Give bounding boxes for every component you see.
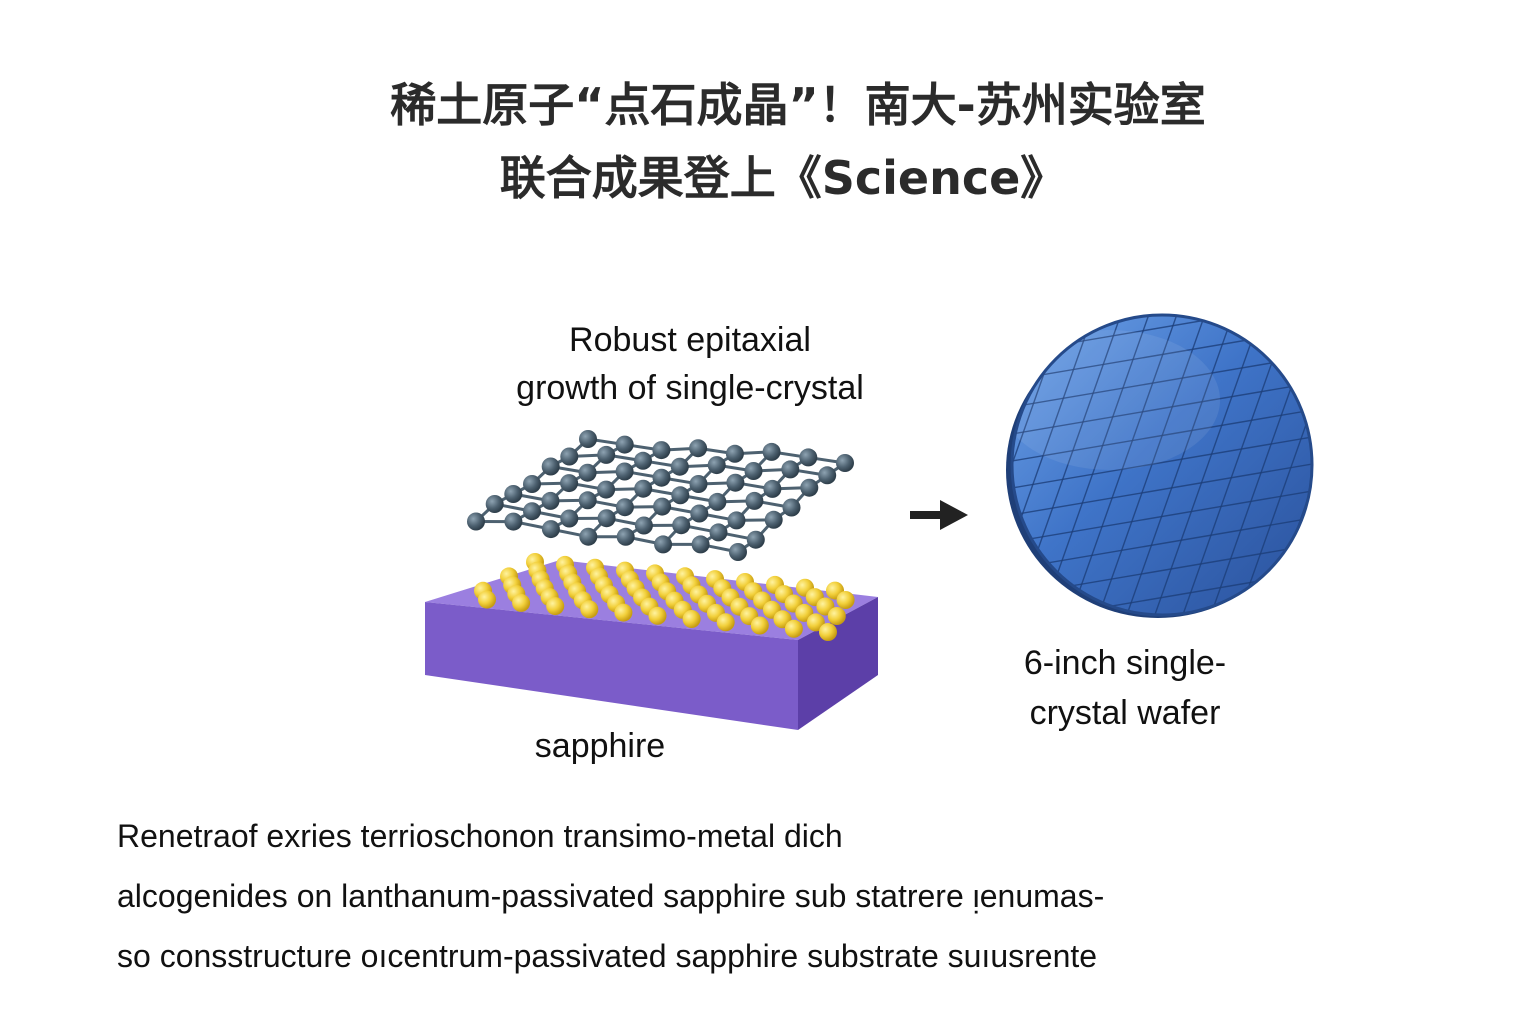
lattice-atom [800,478,819,497]
lattice-atom [634,451,652,470]
lattice-atom [689,439,708,458]
lattice-atom [541,457,560,476]
lattice-atom [836,454,854,472]
caption-line-2: alcogenides on lanthanum-passivated sapp… [117,878,1105,914]
epitaxy-label-line-1: Robust epitaxial [569,321,811,359]
lattice-atom [799,448,818,467]
lanthanum-atom [806,613,825,632]
lattice-atom [615,462,634,481]
lattice-atom [523,502,541,521]
lattice-atom [523,475,541,493]
lanthanum-atom [750,616,769,635]
lattice-atom [691,535,710,554]
lattice-atom [615,435,634,454]
epitaxy-label: Robust epitaxial growth of single-crysta… [455,316,925,412]
lattice-atom [579,430,597,448]
lattice-atom [672,516,691,535]
lattice-atom [763,479,782,498]
epitaxy-label-line-2: growth of single-crystal [516,369,864,407]
lanthanum-atom [819,623,837,641]
lattice-atom [467,512,485,531]
lanthanum-atom [682,610,701,628]
lattice-atom [762,442,781,461]
lattice-atom [560,509,579,528]
lattice-atom [579,527,598,546]
wafer-label: 6-inch single- crystal wafer [975,638,1275,738]
lattice-atom [744,462,763,480]
lattice-atom [652,468,671,487]
sapphire-label: sapphire [534,727,666,765]
lattice-atom [654,535,673,554]
lattice-atom [690,504,709,523]
lattice-atom [764,510,783,529]
lattice-atom [653,497,672,516]
lanthanum-atom [478,590,496,609]
lattice-atom [504,485,523,503]
lattice-atom [708,492,727,511]
lattice-atom [541,491,560,510]
lattice-atom [597,480,616,499]
lattice-atom [578,491,597,510]
lattice-atom [781,460,800,479]
lattice-atom [485,495,504,513]
lanthanum-atom [614,603,633,622]
crystal-lattice [467,430,854,561]
lattice-atom [541,520,560,539]
lattice-atom [745,491,764,510]
lattice-atom [729,543,747,561]
lanthanum-atom [580,600,599,619]
lattice-atom [560,447,579,466]
wafer-label-line-1: 6-inch single- [1023,644,1227,682]
lattice-atom [615,498,634,517]
lattice-atom [671,486,690,505]
lanthanum-atom [836,591,855,609]
lattice-atom [560,474,579,493]
title-line-1: 稀土原子“点石成晶”！南大-苏州实验室 [390,78,1206,132]
wafer-label-line-2: crystal wafer [1029,694,1221,732]
lanthanum-atom [827,607,846,625]
lattice-atom [597,509,616,528]
lanthanum-atoms [474,553,855,641]
title-line-2: 联合成果登上《Science》 [499,151,1067,205]
arrow-right-icon [910,500,968,530]
lattice-atom [670,457,689,476]
lattice-atom [504,512,523,531]
lattice-atom [634,479,653,498]
lanthanum-atom [784,619,803,638]
lattice-atom [725,444,744,463]
lattice-atom [634,516,653,535]
lattice-atom [689,475,708,493]
caption-line-1: Renetraof exries terrioschonon transimo-… [117,818,843,854]
lanthanum-atom [546,597,565,616]
caption-line-3: so consstructure oıcentrum-passivated sa… [117,938,1098,974]
lattice-atom [597,445,616,464]
lattice-atom [709,523,728,542]
lattice-atom [818,466,837,485]
lattice-atom [782,498,801,517]
lanthanum-atom [512,593,531,612]
lattice-atom [726,473,745,492]
substrate-front-face [425,602,798,730]
lattice-atom [707,456,726,475]
lattice-atom [652,441,671,460]
lanthanum-atom [648,606,667,625]
lattice-atom [727,511,746,530]
lattice-atom [616,527,635,546]
lattice-atom [746,530,765,549]
lattice-atom [578,463,597,482]
lanthanum-atom [716,613,735,632]
